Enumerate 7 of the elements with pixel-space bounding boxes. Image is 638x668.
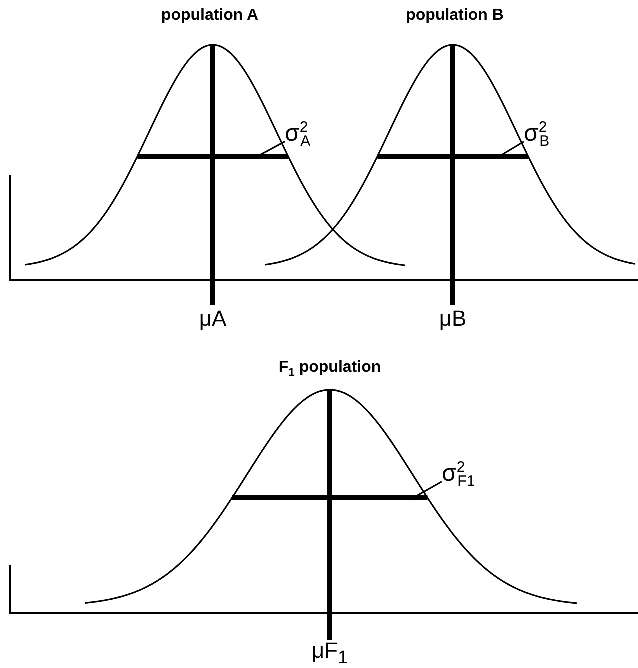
mean-label: μF$_{1}$ bbox=[312, 640, 348, 667]
mean-label: μA bbox=[199, 308, 227, 330]
leader-line bbox=[410, 481, 442, 501]
population-label: population B bbox=[406, 8, 504, 24]
population-label: F$_{1}$ population bbox=[278, 360, 382, 380]
mean-label: μB bbox=[439, 308, 467, 330]
population-label: population A bbox=[161, 8, 259, 24]
